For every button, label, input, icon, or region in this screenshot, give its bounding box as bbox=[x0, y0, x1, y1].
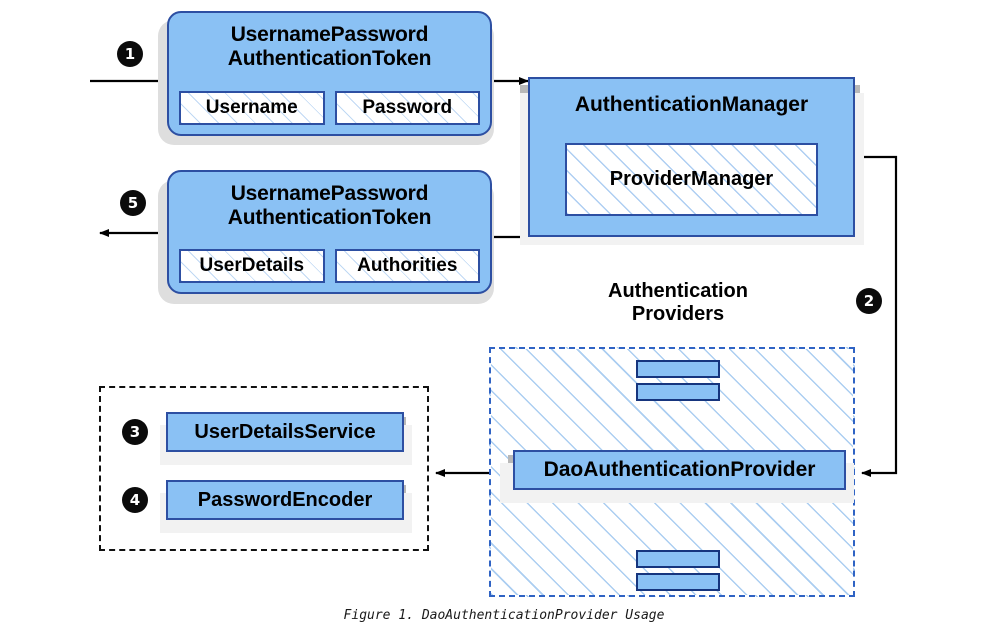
figure-caption: Figure 1. DaoAuthenticationProvider Usag… bbox=[343, 608, 665, 623]
step-badge-5: 5 bbox=[120, 190, 146, 216]
collapsed-provider-bar-top-2 bbox=[636, 383, 720, 401]
response-token-fields: UserDetails Authorities bbox=[179, 249, 480, 283]
step-badge-2: 2 bbox=[856, 288, 882, 314]
dao-authentication-provider-node[interactable]: DaoAuthenticationProvider bbox=[513, 450, 846, 490]
collapsed-provider-bar-top-1 bbox=[636, 360, 720, 378]
step-badge-3: 3 bbox=[122, 419, 148, 445]
response-token-node[interactable]: UsernamePassword AuthenticationToken Use… bbox=[167, 170, 492, 294]
request-token-fields: Username Password bbox=[179, 91, 480, 125]
request-token-title: UsernamePassword AuthenticationToken bbox=[227, 23, 432, 70]
token-field-authorities[interactable]: Authorities bbox=[334, 249, 480, 283]
collapsed-provider-bar-bottom-2 bbox=[636, 573, 720, 591]
password-encoder-node[interactable]: PasswordEncoder bbox=[166, 480, 404, 520]
providers-region-title: Authentication Providers bbox=[608, 280, 748, 326]
request-token-node[interactable]: UsernamePassword AuthenticationToken Use… bbox=[167, 11, 492, 136]
provider-manager-panel[interactable]: ProviderManager bbox=[565, 143, 818, 216]
provider-dependencies-group bbox=[99, 386, 429, 551]
step-badge-1: 1 bbox=[117, 41, 143, 67]
user-details-service-node[interactable]: UserDetailsService bbox=[166, 412, 404, 452]
step-badge-4: 4 bbox=[122, 487, 148, 513]
token-field-password[interactable]: Password bbox=[334, 91, 480, 125]
token-field-username[interactable]: Username bbox=[179, 91, 325, 125]
response-token-title: UsernamePassword AuthenticationToken bbox=[227, 182, 432, 229]
collapsed-provider-bar-bottom-1 bbox=[636, 550, 720, 568]
token-field-userdetails[interactable]: UserDetails bbox=[179, 249, 325, 283]
